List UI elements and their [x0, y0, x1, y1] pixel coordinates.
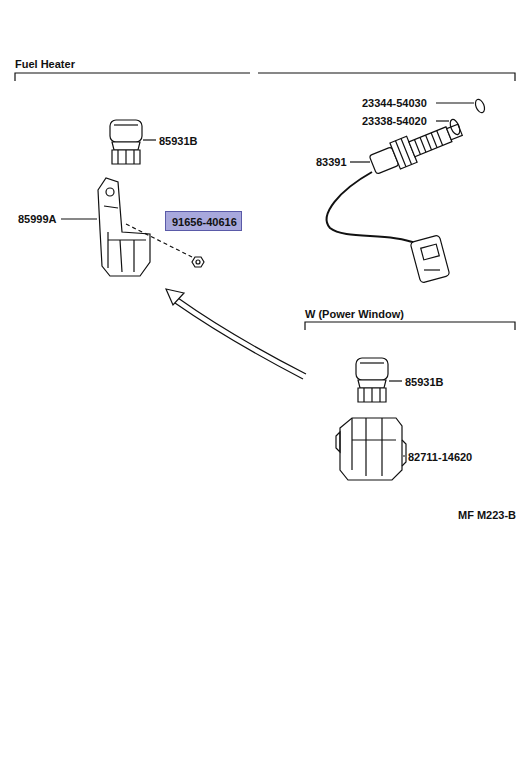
part-number: 23338-54020 [362, 115, 427, 127]
leader-line [403, 455, 405, 456]
leader-line [389, 380, 402, 381]
section-title: Fuel Heater [15, 58, 75, 70]
part-number: 85931B [405, 376, 444, 388]
part-number: 23344-54030 [362, 97, 427, 109]
leader-line [436, 102, 474, 103]
nut-hole [196, 260, 200, 264]
part-number: 91656-40616 [172, 216, 237, 228]
leader-line [350, 161, 370, 162]
o-ring [448, 118, 461, 136]
section-bracket [15, 73, 250, 81]
part-number: 85931B [159, 135, 198, 147]
connector-part [410, 235, 450, 283]
switch-part [356, 358, 388, 402]
highlight-box: 91656-40616 [165, 211, 242, 231]
leader-line [61, 218, 97, 219]
part-number: 85999A [18, 213, 57, 225]
bracket-part [98, 178, 150, 276]
part-number: 82711-14620 [408, 451, 472, 463]
section-bracket [305, 322, 515, 330]
section-title: W (Power Window) [305, 308, 404, 320]
cable [327, 172, 418, 244]
section-bracket [258, 73, 515, 81]
part-number: 83391 [316, 156, 347, 168]
nut-part [192, 257, 204, 267]
leader-line [436, 120, 449, 121]
o-ring [474, 98, 487, 114]
connector-part [336, 418, 406, 480]
figure-code: MF M223-B [458, 509, 516, 521]
arrow-head [166, 289, 184, 305]
pointer-arrow [178, 298, 306, 374]
pointer-arrow [175, 303, 303, 379]
leader-line [143, 139, 156, 140]
switch-part [110, 120, 142, 164]
